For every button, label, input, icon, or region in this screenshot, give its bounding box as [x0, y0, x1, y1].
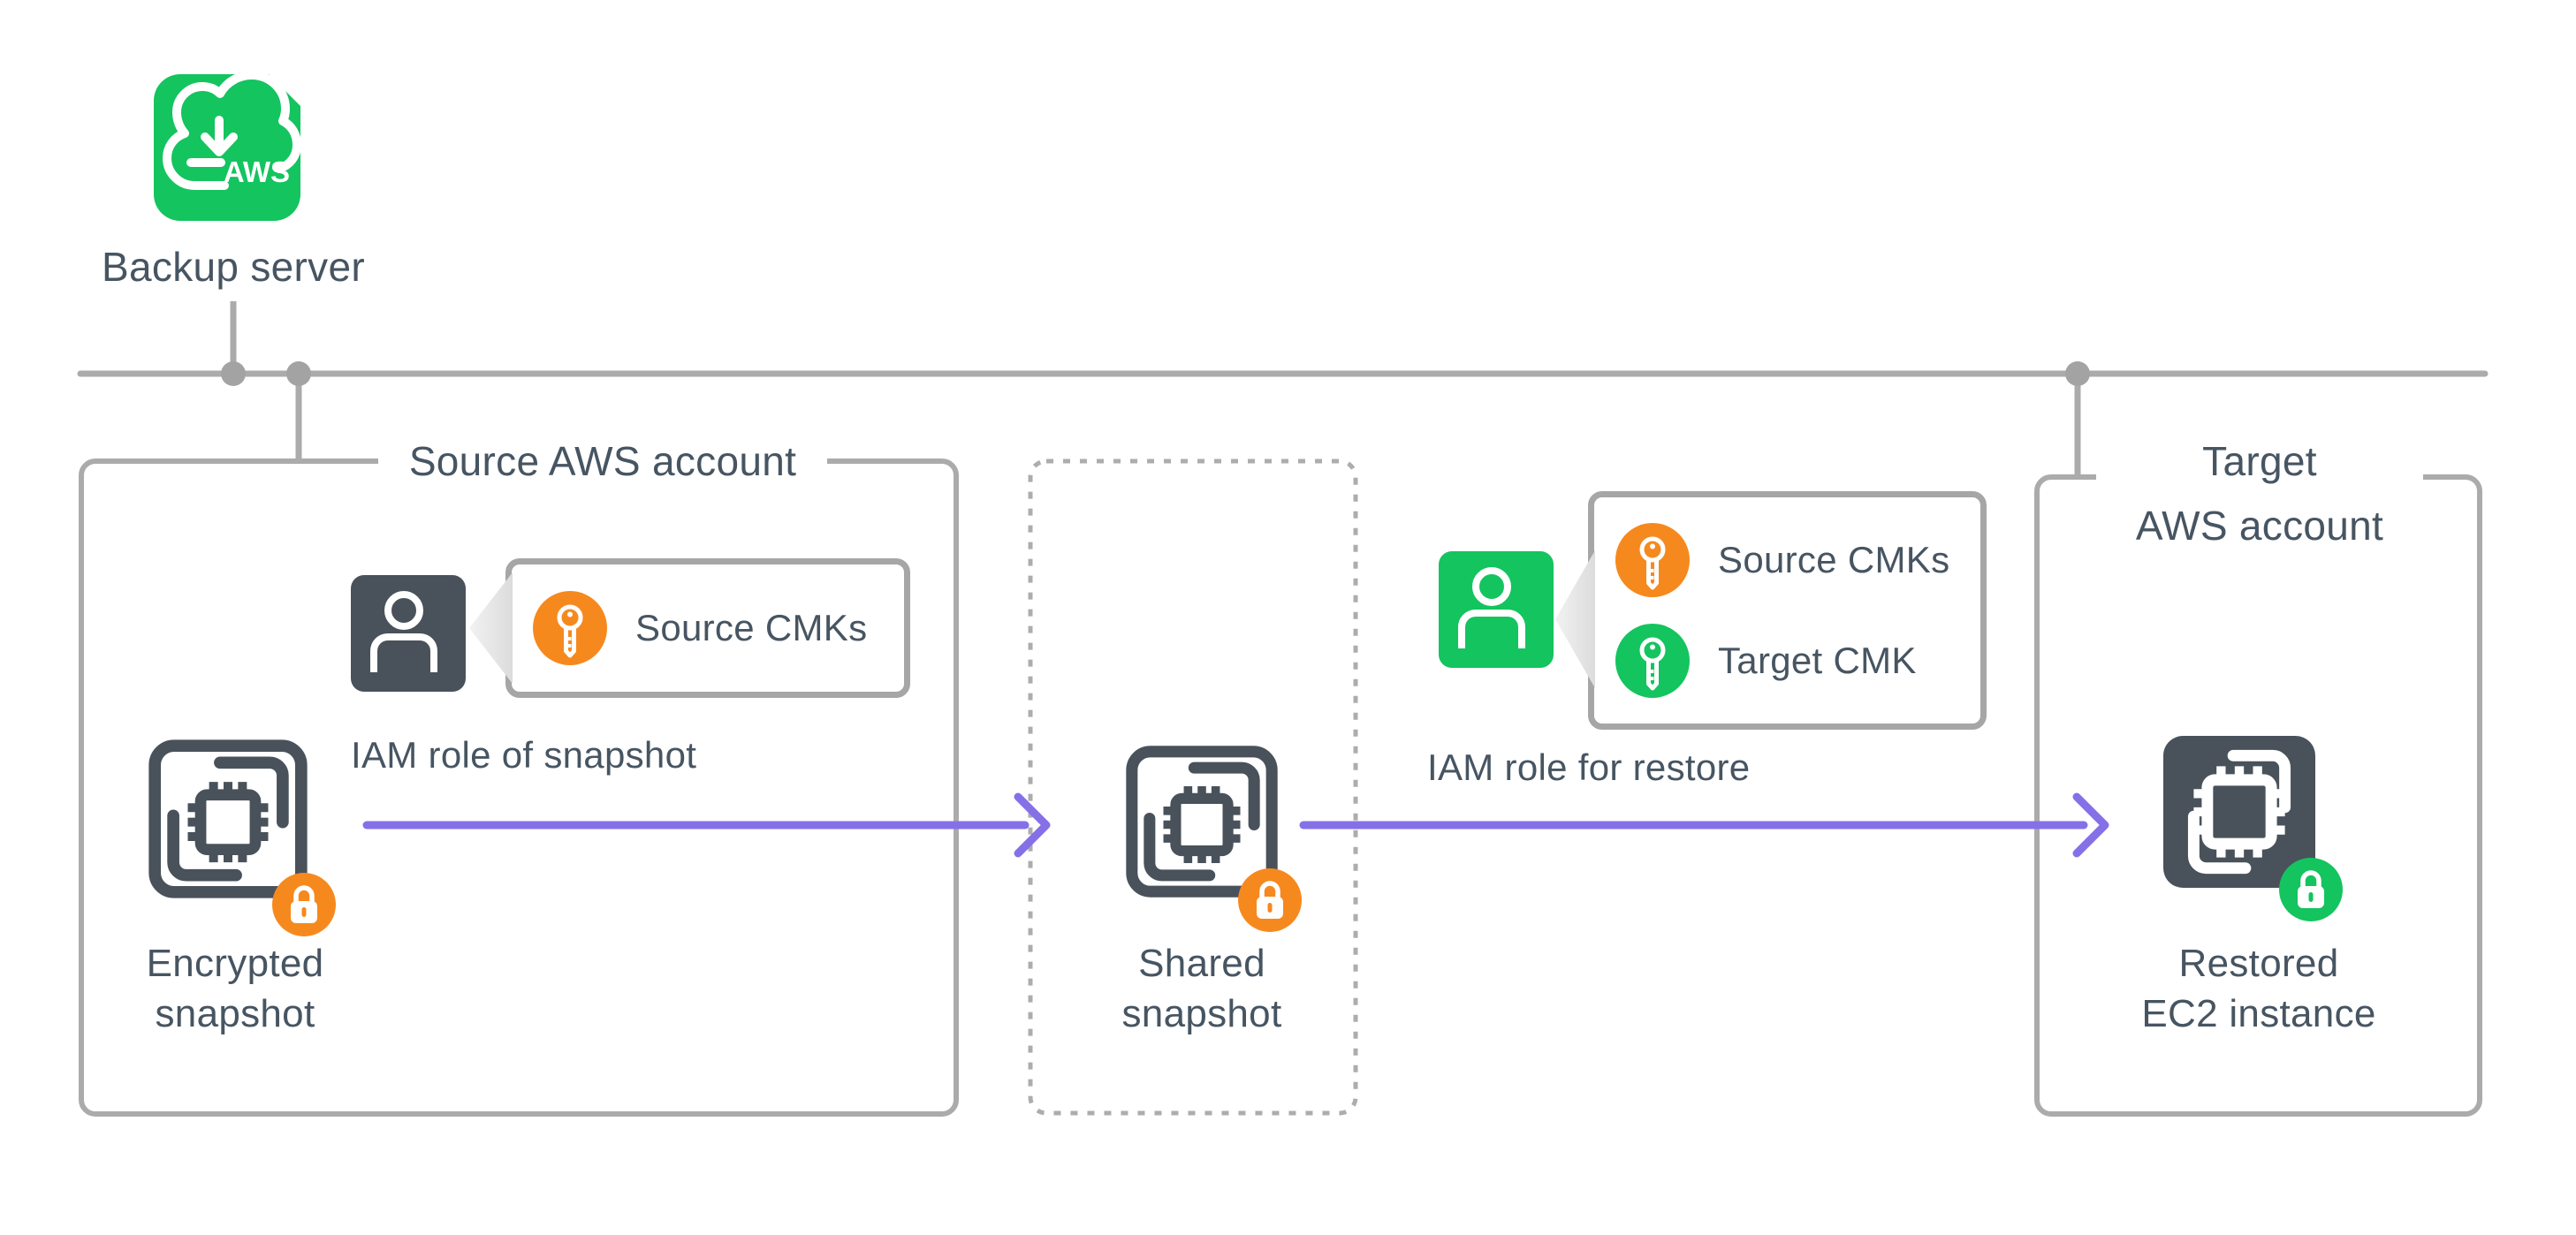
- restored-ec2-icon: [2163, 736, 2315, 888]
- cloud-glyph: [163, 72, 301, 190]
- callout-row: Target CMK: [1594, 624, 1980, 698]
- restored-ec2-label-line1: Restored: [2178, 942, 2339, 985]
- iam-role-snapshot-label: IAM role of snapshot: [351, 734, 697, 776]
- restored-ec2-label: Restored EC2 instance: [2082, 938, 2435, 1039]
- callout-item-label: Source CMKs: [635, 607, 868, 648]
- encrypted-snapshot-icon: [148, 739, 308, 898]
- shared-snapshot-label-line1: Shared: [1138, 942, 1265, 985]
- shared-lock-badge: [1238, 868, 1302, 932]
- restore-role-keys-callout: Source CMKs Target CMK: [1588, 491, 1987, 730]
- encrypted-snapshot-label: Encrypted snapshot: [58, 938, 412, 1039]
- person-body: [370, 633, 437, 672]
- junction-dot: [286, 361, 311, 386]
- target-account-title-line1: Target: [2202, 438, 2317, 484]
- encrypted-snapshot-label-line1: Encrypted: [146, 942, 324, 985]
- copy-snapshot-arrowhead: [1014, 792, 1051, 858]
- shared-snapshot-icon: [1126, 746, 1278, 898]
- source-account-title: Source AWS account: [378, 435, 827, 488]
- iam-role-snapshot-icon: [351, 575, 466, 692]
- shared-snapshot-label-line2: snapshot: [1121, 992, 1282, 1035]
- person-body: [1458, 610, 1525, 648]
- download-arrow-head: [201, 133, 238, 156]
- junction-dot: [2065, 361, 2090, 386]
- aws-badge-text: AWS: [224, 155, 290, 188]
- target-account-title: Target AWS account: [2096, 429, 2423, 560]
- backup-server-label: Backup server: [102, 244, 365, 290]
- target-cmk-key-icon: [1615, 624, 1690, 698]
- iam-role-restore-icon: [1439, 551, 1554, 668]
- restore-snapshot-arrowhead: [2072, 792, 2109, 858]
- callout-pointer: [1555, 550, 1595, 688]
- callout-row: Source CMKs: [512, 591, 904, 665]
- iam-role-restore-label: IAM role for restore: [1427, 746, 1751, 788]
- shared-snapshot-zone-box: [1028, 458, 1358, 1116]
- source-cmk-key-icon: [533, 591, 607, 665]
- shared-snapshot-label: Shared snapshot: [1025, 938, 1379, 1039]
- person-head: [384, 591, 423, 630]
- person-head: [1472, 567, 1511, 606]
- snapshot-role-keys-callout: Source CMKs: [505, 558, 910, 698]
- junction-dot: [221, 361, 246, 386]
- backup-server-icon: AWS: [154, 72, 301, 221]
- restored-lock-badge: [2279, 858, 2343, 921]
- source-cmk-key-icon: [1615, 523, 1690, 597]
- restored-ec2-label-line2: EC2 instance: [2141, 992, 2376, 1035]
- callout-item-label: Target CMK: [1718, 640, 1917, 681]
- callout-row: Source CMKs: [1594, 523, 1980, 597]
- target-account-title-line2: AWS account: [2135, 503, 2384, 549]
- encrypted-snapshot-label-line2: snapshot: [155, 992, 315, 1035]
- callout-pointer: [469, 572, 513, 684]
- callout-item-label: Source CMKs: [1718, 539, 1950, 580]
- encrypted-lock-badge: [272, 873, 336, 936]
